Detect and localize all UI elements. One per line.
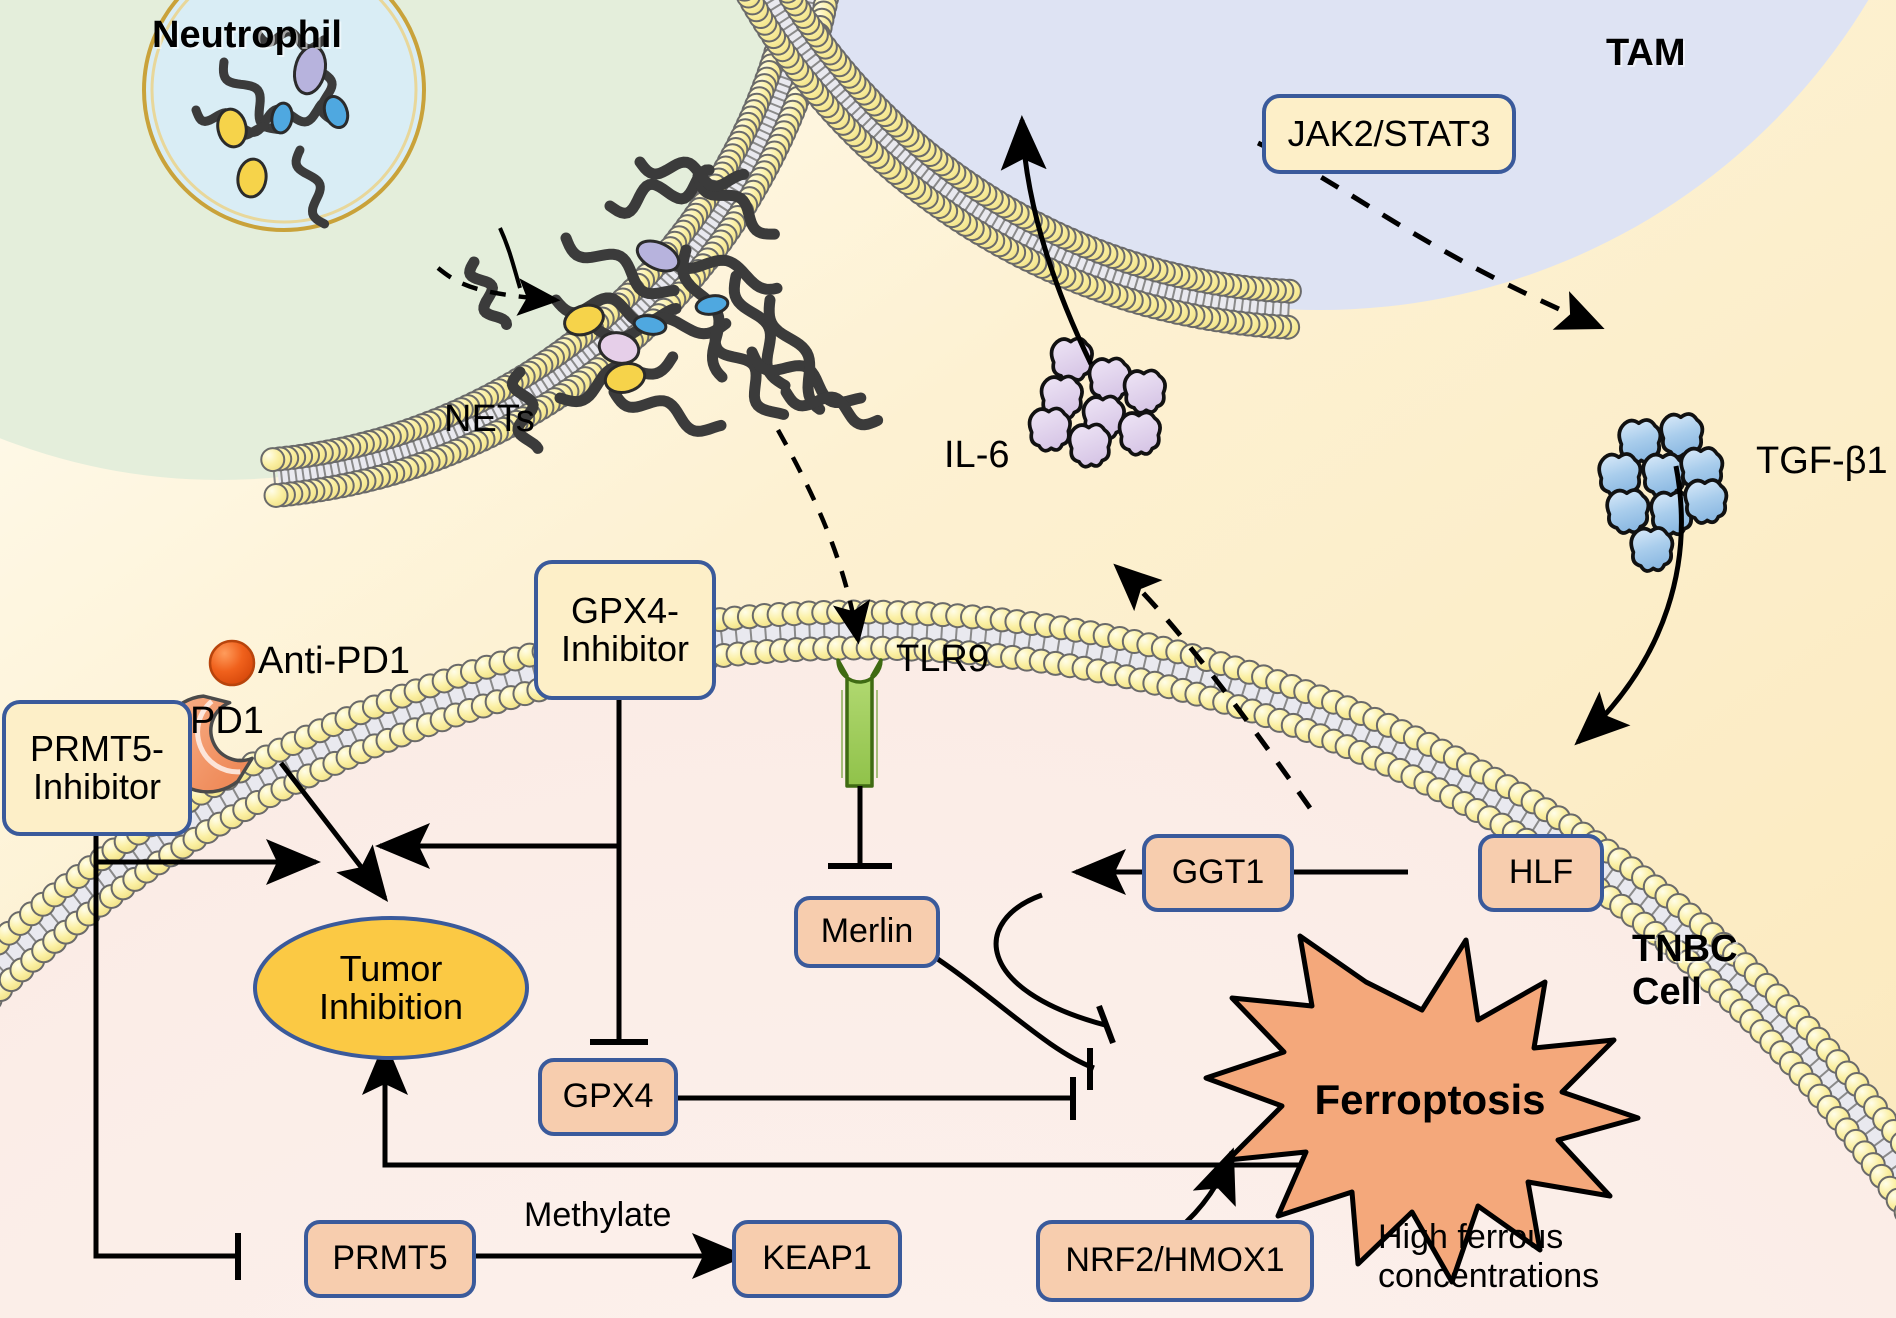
cytokine-molecule [1605,488,1651,535]
edge-prmt5inh-prmt5 [93,832,236,1259]
ggt1-node[interactable] [1142,834,1294,912]
net-strand [506,366,544,454]
cytokine-molecule [1117,410,1162,457]
net-granule [236,157,268,199]
tlr9-receptor[interactable] [836,658,883,788]
net-granule [694,294,730,316]
anti-pd1-label: Anti-PD1 [258,640,411,682]
cytokine-molecule [1629,526,1675,573]
edge-neutrophil-nets [436,266,561,316]
tumor-inhibition-node[interactable] [253,916,529,1060]
hlf-node[interactable] [1478,834,1604,912]
prmt5-inhibitor-node[interactable] [2,700,192,836]
net-strand [780,386,884,431]
net-granule [563,303,605,337]
anti-pd1-molecule[interactable] [208,639,256,687]
edge-tgfb1-hlf [1574,465,1684,746]
edge-il6-jak2stat3 [1000,115,1094,366]
net-granule [597,331,641,365]
edge-ggt1-ferroptosis [993,892,1106,1028]
tlr9-label: TLR9 [896,638,989,680]
il6-molecules [1027,336,1167,469]
nrf2-hmox1-node[interactable] [1036,1220,1314,1302]
cytokine-molecule [1683,478,1729,525]
cytokine-molecule [1122,368,1167,415]
edge-ferroptosis-il6 [1113,563,1313,810]
cytokine-molecule [1087,356,1132,403]
cell-label-neutrophil: Neutrophil [152,14,342,56]
tam-membrane [736,0,1302,340]
net-strand [692,170,780,240]
net-strand [763,294,826,415]
tgfb1-label: TGF-β1 [1756,440,1888,482]
edge-pd1-tumorinh [279,761,389,902]
net-granule [603,362,647,394]
cytokine-molecule [1067,422,1112,469]
ferroptosis-star[interactable] [1203,933,1641,1285]
gpx4-node[interactable] [538,1058,678,1136]
nets-label: NETs [444,398,535,440]
high-ferrous-edge-label: High ferrous concentrations [1378,1218,1600,1295]
merlin-node[interactable] [794,896,940,968]
edge-nets-tlr9 [776,428,871,645]
net-granule [216,107,248,149]
net-strand [291,145,330,229]
methylate-edge-label: Methylate [524,1196,672,1234]
neutrophil-nucleus [142,0,426,232]
net-strand [634,156,750,192]
net-granule [322,95,350,129]
cytokine-molecule [1027,406,1072,453]
net-strand [608,386,727,437]
cell-label-tnbc: TNBC Cell [1632,928,1738,1013]
edge-ferroptosis-tumorinh [362,1040,1400,1168]
prmt5-node[interactable] [304,1220,476,1298]
net-granule [270,101,294,135]
gpx4-inhibitor-node[interactable] [534,560,716,700]
net-granule [632,314,668,336]
net-granule [293,44,327,96]
net-strand [560,232,680,300]
keap1-node[interactable] [732,1220,902,1298]
net-granule [635,239,681,273]
pd1-label: PD1 [190,700,264,742]
cell-label-tam: TAM [1606,32,1686,74]
il6-label: IL-6 [944,434,1010,476]
